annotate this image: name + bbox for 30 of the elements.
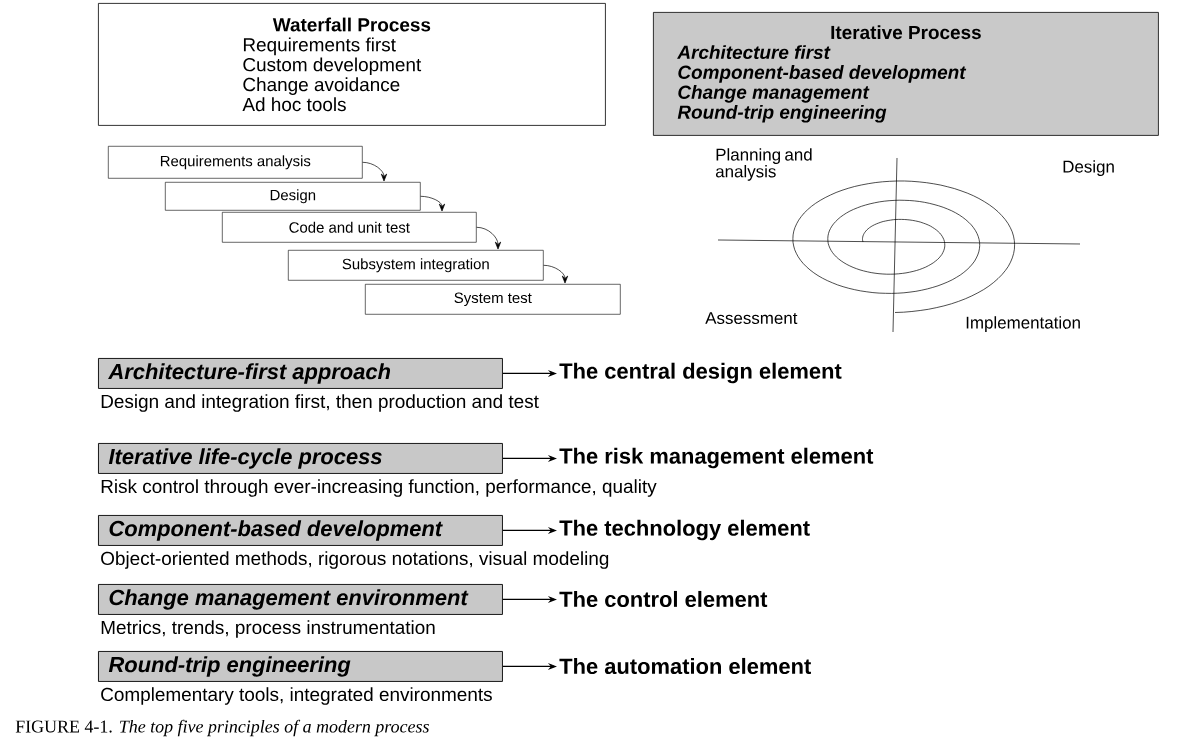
phase-label: Design: [1063, 160, 1114, 176]
element-text: The central design element: [559, 362, 842, 384]
phase-box: Requirements analysis: [108, 146, 363, 179]
description-text: Design and integration first, then production and test: [101, 394, 539, 412]
process-box: Iterative Process Architecture first Component-based development Change management Round-trip engineering: [653, 12, 1159, 136]
principle-box: Component-based development: [98, 515, 503, 546]
phase-label: Assessment: [705, 312, 798, 324]
phase-box: System test: [365, 284, 621, 315]
principle-box: Change management environment: [98, 584, 503, 615]
description-text: Object-oriented methods, rigorous notations, visual modeling: [101, 551, 609, 569]
description-text: Complementary tools, integrated environments: [101, 687, 492, 705]
arrow: [420, 195, 446, 212]
phase-box: Subsystem integration: [288, 250, 544, 281]
element-text: The control element: [559, 590, 768, 608]
element-text: The risk management element: [559, 447, 874, 469]
arrow: [543, 264, 569, 284]
arrow: [476, 226, 502, 250]
description-text: Metrics, trends, process instrumentation: [101, 620, 435, 638]
element-text: The technology element: [559, 519, 810, 541]
description-text: Risk control through ever-increasing function, performance, quality: [101, 479, 657, 497]
element-text: The automation element: [559, 657, 811, 675]
principle-box: Iterative life-cycle process: [98, 443, 503, 474]
phase-label: Implementation: [966, 316, 1080, 332]
caption: FIGURE 4-1. The top five principles of a modern process: [15, 719, 429, 737]
process-box: Waterfall Process Requirements first Custom development Change avoidance Ad hoc tools: [98, 3, 606, 126]
principle-box: Round-trip engineering: [98, 651, 503, 682]
arrow: [362, 161, 388, 182]
principle-box: Architecture-first approach: [98, 358, 503, 389]
phase-box: Code and unit test: [222, 212, 477, 243]
phase-box: Design: [165, 182, 421, 211]
